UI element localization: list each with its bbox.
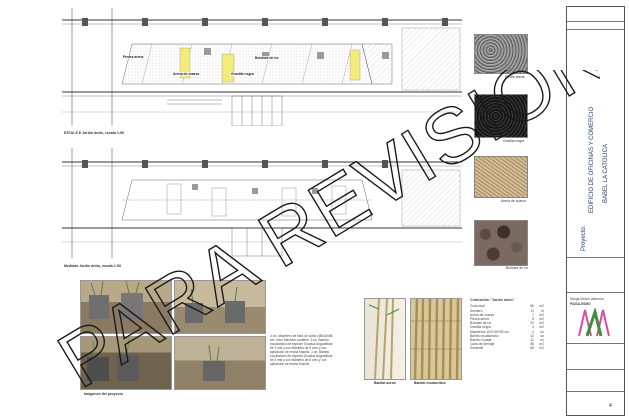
tb-divider bbox=[567, 292, 624, 293]
quantity-row: Cuba de drenaje 56 m2 bbox=[470, 342, 558, 346]
render-image-3 bbox=[80, 336, 172, 390]
proyecto-label: Proyecto: bbox=[581, 225, 587, 251]
swatch-caption-piedra-arena: Piedra arena bbox=[505, 75, 525, 79]
bottom-plan-drawing bbox=[62, 148, 462, 258]
quantity-cell-item: Cuba de drenaje bbox=[470, 342, 495, 347]
proyecto-name: EDIFICIO DE OFICINAS Y COMERCIO bbox=[589, 106, 595, 213]
swatch-caption-bolones-rio: Bolones de río bbox=[506, 266, 528, 270]
swatch-gravilla-negra bbox=[474, 94, 528, 138]
swatch-caption-gravilla-negra: Gravilla negra bbox=[503, 139, 525, 143]
label-gravilla-negra: Gravilla negra bbox=[230, 72, 255, 76]
bamboo-ecuatoriano-caption: Bambú ecuatoriano bbox=[414, 381, 446, 385]
quantity-cell-unit: m2 bbox=[539, 325, 544, 330]
sheet-number: 4 bbox=[609, 403, 612, 409]
quantity-cell-qty: 8 bbox=[532, 317, 534, 322]
bottom-plan-caption: Medidas Jardín árido, escala 1:50 bbox=[64, 264, 122, 268]
render-2-drawing bbox=[185, 286, 245, 323]
firm-name: PAISAJISMO bbox=[570, 302, 591, 306]
render-image-1 bbox=[80, 280, 172, 334]
title-block: Proyecto: EDIFICIO DE OFICINAS Y COMERCI… bbox=[566, 6, 625, 416]
top-plan: Piedra arena Arena de cuarzo Bolones de … bbox=[62, 8, 462, 126]
quantity-cell-qty: 56 bbox=[530, 346, 534, 351]
quantity-cell-item: Sendero bbox=[470, 308, 483, 313]
render-4-drawing bbox=[203, 344, 225, 381]
label-bolones-rio: Bolones de río bbox=[254, 56, 280, 60]
swatch-bolones-rio bbox=[474, 220, 528, 266]
quantity-cell-item: Piedra arena bbox=[470, 317, 489, 322]
quantity-row: Piedra arena 8 m2 bbox=[470, 317, 558, 321]
quantity-row: Sendero 11 m bbox=[470, 309, 558, 313]
quantity-cell-qty: 4 bbox=[532, 325, 534, 330]
quantity-cell-unit: m2 bbox=[539, 304, 544, 309]
quantity-row: Bolones de río 22 m2 bbox=[470, 321, 558, 325]
quantity-row: Zona total 56 m2 bbox=[470, 304, 558, 308]
quantity-cell-unit: m2 bbox=[539, 342, 544, 347]
tb-divider bbox=[567, 343, 624, 344]
quantity-cell-item: Zona total bbox=[470, 304, 485, 309]
label-arena-cuarzo: Arena de cuarzo bbox=[172, 72, 201, 76]
tb-divider bbox=[567, 21, 624, 22]
designer-name: Margit Mulan Valtorres bbox=[570, 297, 604, 301]
quantity-row: Gravilla negra 4 m2 bbox=[470, 325, 558, 329]
label-piedra-arena: Piedra arena bbox=[122, 55, 145, 59]
quantity-cell-unit: un bbox=[540, 333, 544, 338]
quantity-cell-item: Maceteros 100*100*50 cm bbox=[470, 329, 509, 334]
tb-divider bbox=[567, 369, 624, 370]
render-3-drawing bbox=[87, 338, 139, 381]
quantity-cell-item: Bolones de río bbox=[470, 321, 492, 326]
top-plan-drawing bbox=[62, 8, 462, 126]
quantity-cell-unit: m2 bbox=[539, 312, 544, 317]
client-name: BABEL LA CATOLICA bbox=[603, 144, 609, 203]
bamboo-aurea-drawing bbox=[368, 299, 400, 379]
top-plan-caption: ESTALS E Jardín árido, escala 1:50 bbox=[64, 131, 125, 135]
render-1-drawing bbox=[89, 281, 143, 319]
quantity-cell-qty: 12 bbox=[530, 333, 534, 338]
firm-logo bbox=[578, 308, 610, 337]
quantity-cell-unit: m2 bbox=[539, 317, 544, 322]
swatch-arena-cuarzo bbox=[474, 156, 528, 198]
render-image-4 bbox=[174, 336, 266, 390]
bamboo-ecuatoriano-photo bbox=[410, 298, 462, 380]
quantity-cell-qty: 4 bbox=[532, 329, 534, 334]
quantity-cell-unit: m2 bbox=[539, 321, 544, 326]
quantity-cell-item: Bambú Guada bbox=[470, 338, 492, 343]
quantity-row: Bambú ecuatoriano 12 un bbox=[470, 334, 558, 338]
planter-notes: 4 Un. Macetero de fibra de vidrio (4Bx18… bbox=[270, 334, 333, 366]
quantity-cell-unit: un bbox=[540, 329, 544, 334]
quantity-row: Maceteros 100*100*50 cm 4 un bbox=[470, 330, 558, 334]
quantity-cell-qty: 11 bbox=[530, 308, 534, 313]
quantity-cell-unit: m bbox=[541, 308, 544, 313]
quantity-cell-qty: 56 bbox=[530, 342, 534, 347]
bamboo-ecuatoriano-drawing bbox=[411, 299, 461, 379]
bamboo-aurea-photo bbox=[364, 298, 406, 380]
bamboo-aurea-caption: Bambú aurea bbox=[374, 381, 396, 385]
tb-divider bbox=[567, 257, 624, 258]
bottom-plan bbox=[62, 148, 462, 258]
quantity-cell-item: Bambú ecuatoriano bbox=[470, 333, 499, 338]
quantity-cell-qty: 12 bbox=[530, 338, 534, 343]
quantity-cell-item: Geotextil bbox=[470, 346, 484, 351]
quantity-row: Bambú Guada 12 un bbox=[470, 338, 558, 342]
quantity-cell-item: Gravilla negra bbox=[470, 325, 491, 330]
swatch-caption-arena-cuarzo: Arena de cuarzo bbox=[501, 199, 526, 203]
swatch-piedra-arena bbox=[474, 34, 528, 74]
quantity-cell-qty: 7 bbox=[532, 312, 534, 317]
quantity-cell-unit: m2 bbox=[539, 346, 544, 351]
quantity-row: Arena de cuarzo 7 m2 bbox=[470, 313, 558, 317]
tb-divider bbox=[567, 391, 624, 392]
quantity-cell-qty: 56 bbox=[530, 304, 534, 309]
logo-green-strokes bbox=[585, 308, 603, 337]
project-images-caption: Imágenes del proyecto bbox=[84, 392, 123, 396]
render-image-2 bbox=[174, 280, 266, 334]
quantity-row: Geotextil 56 m2 bbox=[470, 346, 558, 350]
tb-divider bbox=[567, 29, 624, 30]
quantity-cell-item: Arena de cuarzo bbox=[470, 312, 495, 317]
quantity-cell-unit: un bbox=[540, 338, 544, 343]
quantity-table-title: Cubicación "Jardín árido" bbox=[470, 298, 515, 302]
quantity-cell-qty: 22 bbox=[530, 321, 534, 326]
